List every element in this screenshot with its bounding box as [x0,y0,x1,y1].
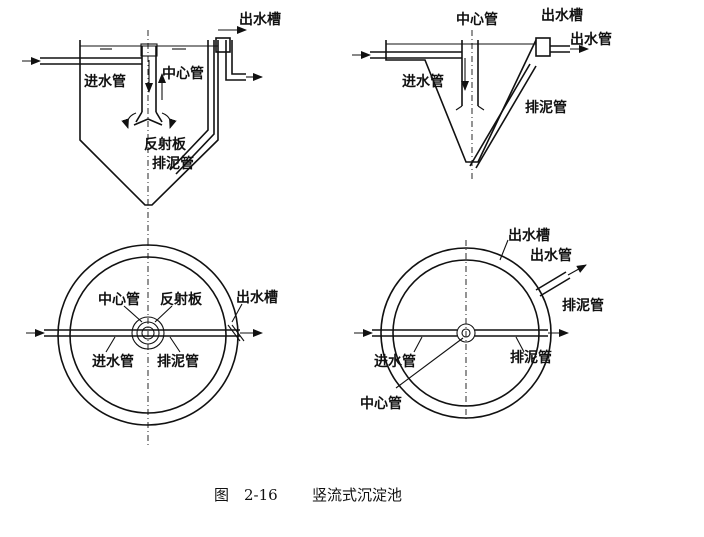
label-sludge-pipe-br: 排泥管 [510,349,552,366]
label-outlet-pipe-tr: 出水管 [570,31,612,48]
label-sludge-pipe-tl: 排泥管 [152,155,194,172]
label-outlet-trough-tl: 出水槽 [239,11,281,28]
figure-number: 图 2-16 [214,486,278,504]
label-reflector-plate-tl: 反射板 [144,136,187,153]
label-inlet-pipe-tl: 进水管 [84,73,126,90]
label-outlet-trough-br: 出水槽 [508,227,550,244]
label-outlet-trough-tr: 出水槽 [541,7,583,24]
label-outlet-pipe-br: 出水管 [530,247,572,264]
figure-title: 竖流式沉淀池 [312,486,402,504]
label-central-pipe-br: 中心管 [360,395,402,412]
label-inlet-pipe-bl: 进水管 [92,353,134,370]
label-sludge-pipe-br-upper: 排泥管 [562,297,604,314]
label-central-pipe-bl: 中心管 [98,291,140,308]
label-outlet-trough-bl: 出水槽 [236,289,278,306]
plan-view-right [354,239,587,420]
label-central-pipe-tl: 中心管 [162,65,204,82]
section-view-right [352,30,589,180]
label-inlet-pipe-br: 进水管 [374,353,416,370]
label-sludge-pipe-tr: 排泥管 [525,99,567,116]
label-inlet-pipe-tr: 进水管 [402,73,444,90]
plan-view-left [26,240,263,445]
label-sludge-pipe-bl: 排泥管 [157,353,199,370]
labels: 出水槽 进水管 中心管 反射板 排泥管 中心管 出水槽 出水管 进水管 排泥管 … [84,7,612,412]
label-central-pipe-tr: 中心管 [456,11,498,28]
label-reflector-plate-bl: 反射板 [160,291,203,308]
section-view-left [22,26,263,240]
